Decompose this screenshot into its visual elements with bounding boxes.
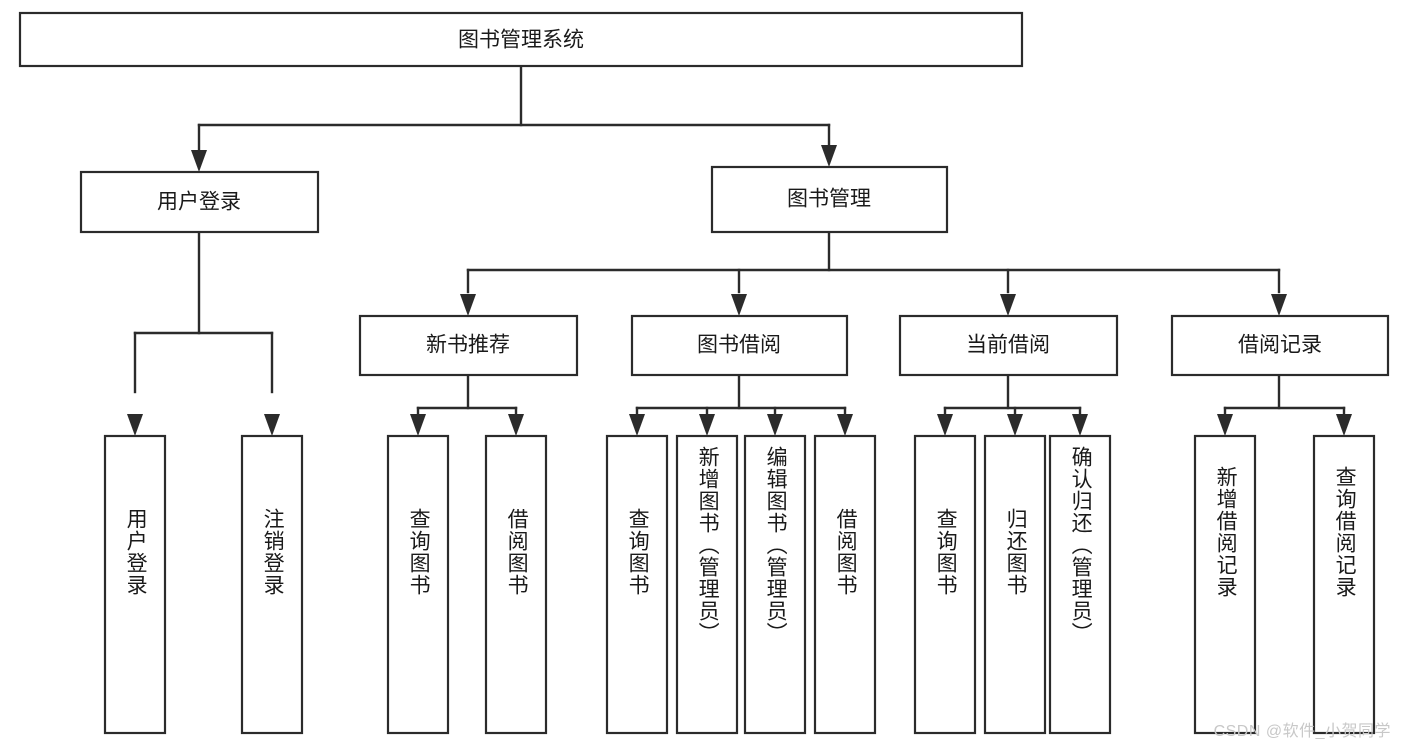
node-book-manage-label: 图书管理 <box>787 188 871 211</box>
node-book-manage-box[interactable] <box>710 165 949 234</box>
arrow-root-to-book-manage <box>821 145 837 167</box>
arrow-nb-leaf-1 <box>410 414 426 436</box>
arrow-bb-leaf-4 <box>837 414 853 436</box>
arrow-cb-leaf-2 <box>1007 414 1023 436</box>
node-root-box[interactable] <box>18 11 1024 68</box>
node-new-book-recommend-label: 新书推荐 <box>426 334 510 357</box>
connector-group-book-manage <box>460 230 1287 316</box>
leaf-box-borrow-book-2[interactable] <box>813 434 877 735</box>
arrow-bm-to-book-borrow <box>731 294 747 316</box>
node-user-login[interactable]: 用户登录 <box>79 170 320 234</box>
leaf-box-user-logout[interactable] <box>240 434 304 735</box>
connector-group-book-borrow <box>629 373 853 436</box>
node-borrow-record-label: 借阅记录 <box>1238 334 1322 357</box>
node-book-borrow-label: 图书借阅 <box>697 334 781 357</box>
node-borrow-record-box[interactable] <box>1170 314 1390 377</box>
leaf-box-query-book-2[interactable] <box>605 434 669 735</box>
node-user-login-label: 用户登录 <box>157 191 241 214</box>
node-root-label: 图书管理系统 <box>458 29 584 52</box>
arrow-br-leaf-1 <box>1217 414 1233 436</box>
node-root[interactable]: 图书管理系统 <box>18 11 1024 68</box>
leaf-box-query-record[interactable] <box>1312 434 1376 735</box>
leaf-box-return-book[interactable] <box>983 434 1047 735</box>
arrow-user-login-leaf-2 <box>264 414 280 436</box>
connector-group-current-borrow <box>937 373 1088 436</box>
leaf-box-edit-book[interactable] <box>743 434 807 735</box>
leaf-box-add-book[interactable] <box>675 434 739 735</box>
leaf-boxes-group <box>103 434 1376 735</box>
node-book-manage[interactable]: 图书管理 <box>710 165 949 234</box>
node-book-borrow[interactable]: 图书借阅 <box>630 314 849 377</box>
node-book-borrow-box[interactable] <box>630 314 849 377</box>
arrow-bb-leaf-1 <box>629 414 645 436</box>
arrow-cb-leaf-1 <box>937 414 953 436</box>
connector-group-user-login <box>127 230 280 436</box>
arrow-user-login-leaf-1 <box>127 414 143 436</box>
arrow-bb-leaf-3 <box>767 414 783 436</box>
leaf-box-query-book-3[interactable] <box>913 434 977 735</box>
node-new-book-recommend[interactable]: 新书推荐 <box>358 314 579 377</box>
arrow-cb-leaf-3 <box>1072 414 1088 436</box>
node-current-borrow-label: 当前借阅 <box>966 334 1050 357</box>
arrow-br-leaf-2 <box>1336 414 1352 436</box>
connector-group-borrow-record <box>1217 373 1352 436</box>
node-borrow-record[interactable]: 借阅记录 <box>1170 314 1390 377</box>
arrow-root-to-user-login <box>191 150 207 172</box>
node-user-login-box[interactable] <box>79 170 320 234</box>
arrow-bm-to-new-book <box>460 294 476 316</box>
leaf-box-user-login[interactable] <box>103 434 167 735</box>
leaf-box-add-record[interactable] <box>1193 434 1257 735</box>
arrow-bm-to-current-borrow <box>1000 294 1016 316</box>
arrow-bm-to-borrow-record <box>1271 294 1287 316</box>
leaf-box-borrow-book-1[interactable] <box>484 434 548 735</box>
connector-group-root <box>191 64 837 172</box>
node-current-borrow[interactable]: 当前借阅 <box>898 314 1119 377</box>
arrow-bb-leaf-2 <box>699 414 715 436</box>
node-new-book-recommend-box[interactable] <box>358 314 579 377</box>
leaf-box-query-book-1[interactable] <box>386 434 450 735</box>
arrow-nb-leaf-2 <box>508 414 524 436</box>
leaf-box-confirm-return[interactable] <box>1048 434 1112 735</box>
connector-group-new-book <box>410 373 524 436</box>
node-current-borrow-box[interactable] <box>898 314 1119 377</box>
